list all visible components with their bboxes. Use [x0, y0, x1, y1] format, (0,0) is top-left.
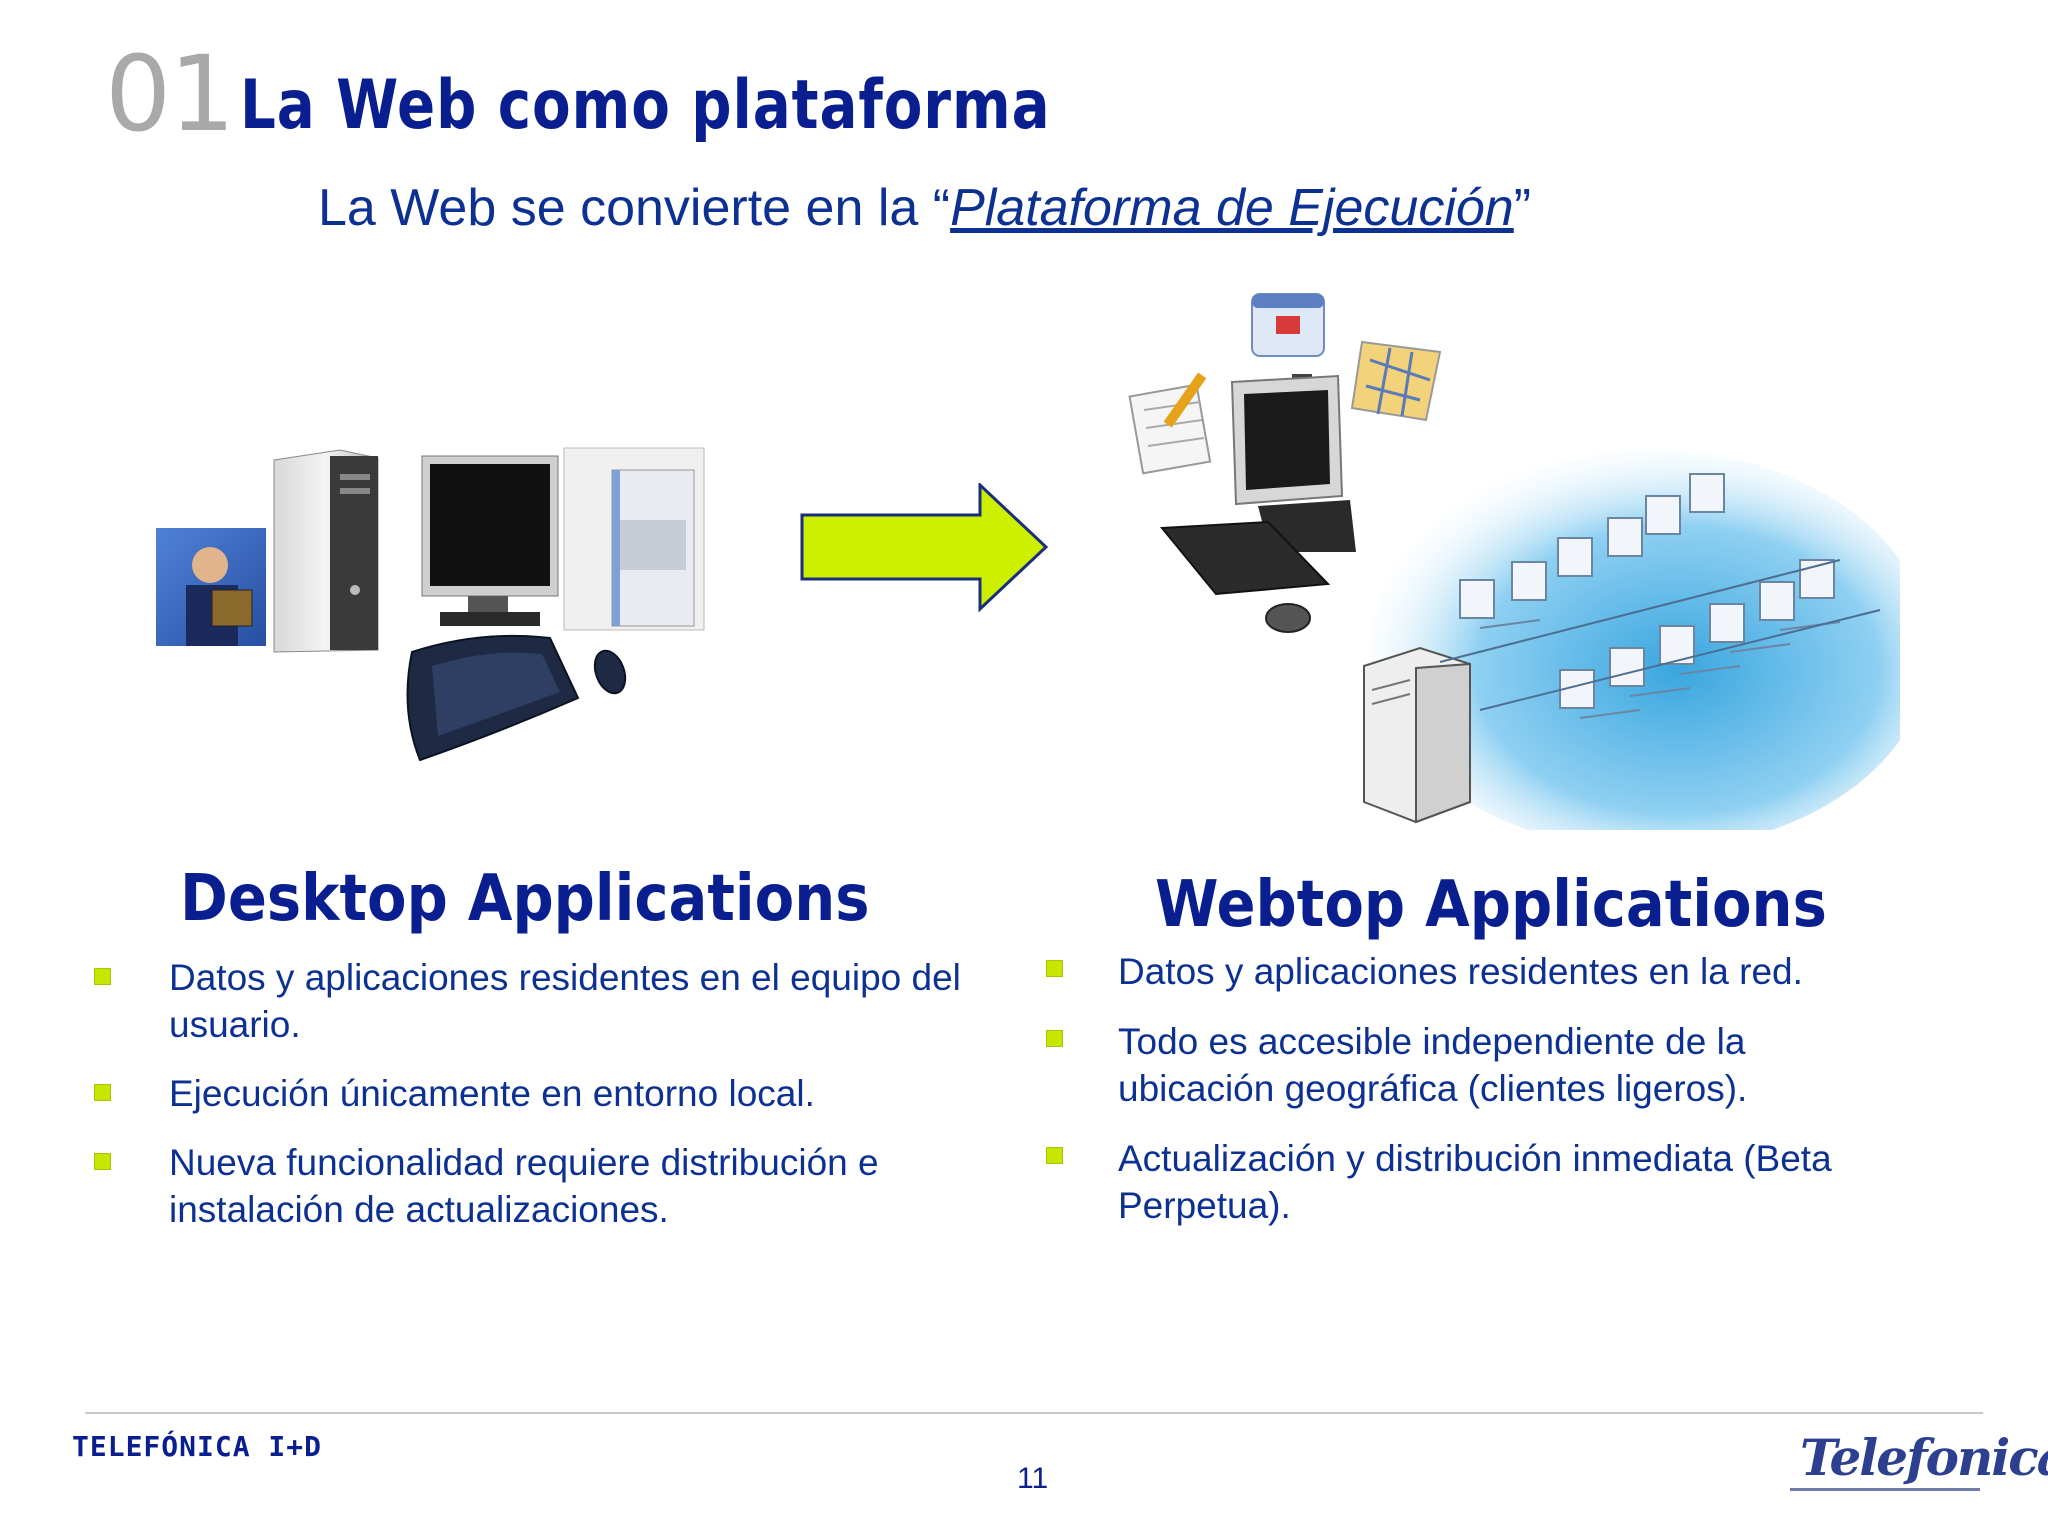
- bullet-square-icon: [94, 1153, 111, 1170]
- network-terminals: [1439, 473, 1881, 719]
- list-item: Nueva funcionalidad requiere distribució…: [94, 1139, 989, 1233]
- section-number: 01: [105, 33, 235, 155]
- bullet-square-icon: [1046, 1147, 1063, 1164]
- list-item: Datos y aplicaciones residentes en el eq…: [94, 954, 989, 1048]
- subtitle-emphasis: Plataforma de Ejecución: [950, 179, 1514, 237]
- list-item: Actualización y distribución inmediata (…: [1046, 1135, 1938, 1229]
- arrow-right: [800, 483, 1049, 613]
- footer-company-name: TELEFÓNICA I+D: [72, 1430, 323, 1463]
- person-photo: [156, 528, 266, 646]
- telefonica-logo: Telefonica: [1800, 1428, 2048, 1487]
- logo-underline: [1790, 1488, 1980, 1491]
- mouse: [593, 649, 627, 695]
- list-item: Datos y aplicaciones residentes en la re…: [1046, 948, 1938, 995]
- slide-subtitle: La Web se convierte en la “Plataforma de…: [318, 178, 1531, 238]
- bullet-text: Datos y aplicaciones residentes en el eq…: [169, 957, 961, 1045]
- page-number: 11: [1017, 1462, 1049, 1495]
- thin-client-mouse: [1265, 603, 1311, 633]
- bullet-square-icon: [1046, 960, 1063, 977]
- webtop-heading: Webtop Applications: [1155, 868, 1827, 942]
- bullet-square-icon: [94, 968, 111, 985]
- subtitle-suffix: ”: [1513, 179, 1532, 237]
- subtitle-prefix: La Web se convierte en la “: [318, 179, 951, 237]
- thin-client-keyboard: [1159, 520, 1331, 596]
- list-item: Ejecución únicamente en entorno local.: [94, 1070, 989, 1117]
- desktop-heading: Desktop Applications: [180, 862, 870, 936]
- footer-divider: [85, 1412, 1983, 1414]
- bullet-square-icon: [94, 1084, 111, 1101]
- bullet-text: Actualización y distribución inmediata (…: [1118, 1138, 1832, 1226]
- network-cloud: [1370, 450, 1900, 830]
- server-tower: [1363, 646, 1471, 824]
- desktop-tower: [273, 449, 379, 653]
- desktop-computer-illustration: [156, 447, 705, 762]
- calendar-icon: [1251, 293, 1325, 357]
- desktop-bullet-list: Datos y aplicaciones residentes en el eq…: [94, 954, 989, 1233]
- bullet-text: Nueva funcionalidad requiere distribució…: [169, 1142, 879, 1230]
- webtop-bullet-list: Datos y aplicaciones residentes en la re…: [1046, 948, 1938, 1229]
- bullet-text: Todo es accesible independiente de la ub…: [1118, 1021, 1748, 1109]
- software-box: [563, 447, 705, 631]
- list-item: Todo es accesible independiente de la ub…: [1046, 1018, 1838, 1112]
- webtop-network-illustration: [1128, 293, 1900, 830]
- spreadsheet-icon: [1128, 372, 1212, 475]
- keyboard: [406, 634, 580, 762]
- desktop-monitor: [421, 455, 559, 626]
- bullet-text: Datos y aplicaciones residentes en la re…: [1118, 951, 1803, 992]
- bullet-text: Ejecución únicamente en entorno local.: [169, 1073, 815, 1114]
- map-icon: [1350, 340, 1442, 422]
- bullet-square-icon: [1046, 1030, 1063, 1047]
- slide-title: La Web como plataforma: [240, 66, 1051, 145]
